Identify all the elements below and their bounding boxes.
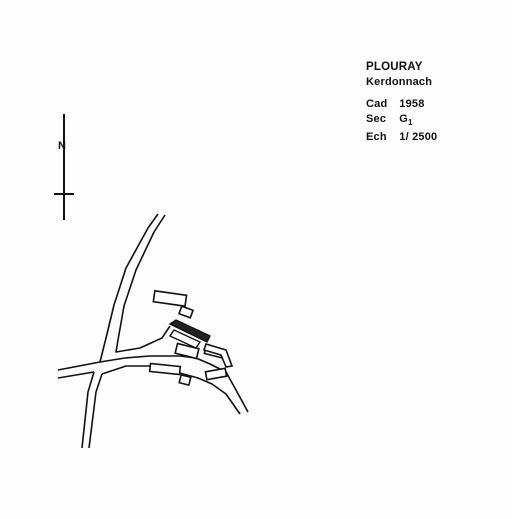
building-south-east [204, 367, 228, 381]
highlighted-building [168, 319, 211, 349]
section-row: Sec G1 [366, 112, 437, 130]
north-label: N [58, 140, 66, 152]
road-east-bottom-edge [101, 365, 241, 415]
road-network [57, 213, 249, 449]
building-east-l [202, 343, 234, 368]
cadastre-year: 1958 [399, 98, 425, 110]
road-south-left-edge [81, 371, 95, 449]
building-middle [174, 342, 200, 360]
cadastre-label: Cad [366, 98, 388, 110]
scale-label: Ech [366, 131, 387, 143]
road-west-bottom-edge [57, 371, 95, 379]
building-long-north [152, 289, 188, 308]
building-road-west [148, 362, 182, 376]
building-small-north [177, 305, 195, 319]
lieu-dit-name: Kerdonnach [366, 76, 433, 88]
commune-name: PLOURAY [366, 61, 423, 73]
buildings [148, 289, 234, 387]
road-south-right-edge [88, 373, 103, 449]
section-value: G [399, 113, 409, 125]
section-subscript: 1 [408, 118, 413, 127]
north-arrow-icon [54, 114, 74, 220]
road-north-right-edge [115, 214, 171, 353]
cadastre-row: Cad 1958 [366, 97, 437, 112]
scale-row: Ech 1/ 2500 [366, 130, 437, 145]
scale-value: 1/ 2500 [399, 131, 438, 143]
map-legend: PLOURAY Kerdonnach Cad 1958 Sec G1 Ech 1… [366, 60, 437, 145]
building-road-small [178, 373, 192, 387]
section-label: Sec [366, 113, 387, 125]
road-west-top-edge [57, 361, 101, 371]
road-north-left-edge [99, 213, 159, 363]
